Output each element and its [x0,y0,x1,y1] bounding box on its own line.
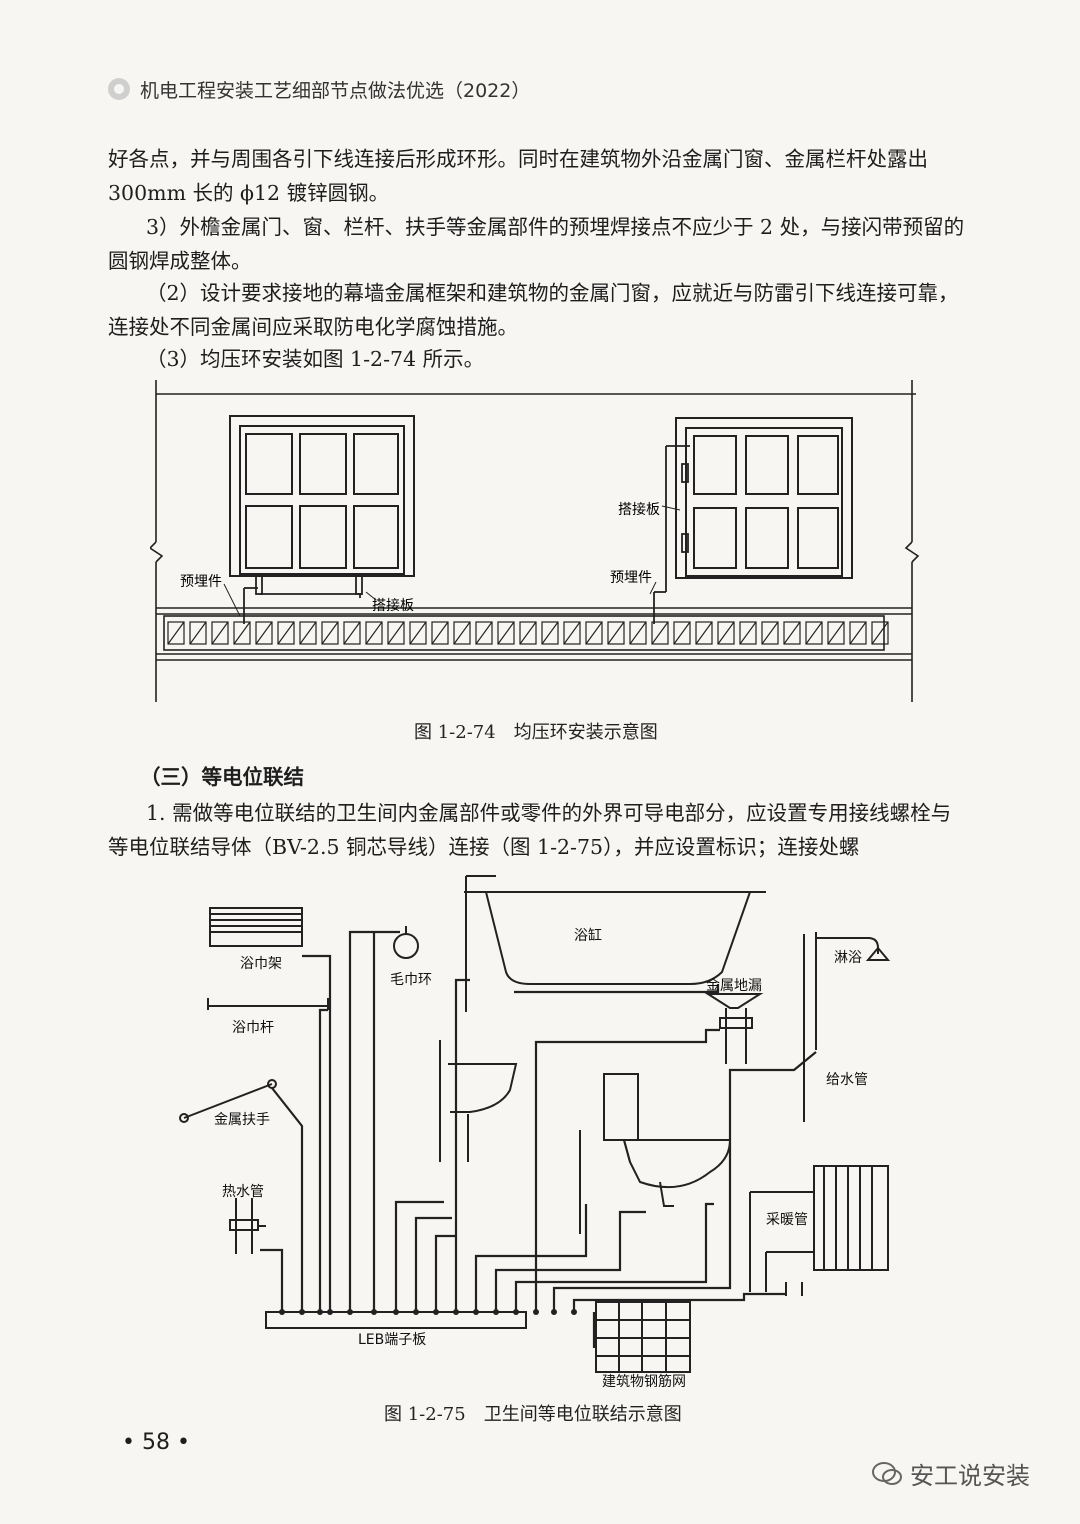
figure-equalizing-ring: 预埋件 搭接板 搭接板 预埋件 [150,380,920,702]
label-towel-rack: 浴巾架 [240,956,282,972]
label-rebar-mesh: 建筑物钢筋网 [602,1373,686,1390]
running-header: 机电工程安装工艺细部节点做法优选（2022） [108,74,530,104]
page-number: • 58 • [122,1430,190,1455]
label-towel-bar: 浴巾杆 [232,1020,274,1036]
figure1-caption: 图 1-2-74 均压环安装示意图 [414,722,658,743]
label-hot-water: 热水管 [222,1184,264,1200]
ring-beam-hatch [167,621,889,645]
label-lap-right: 搭接板 [618,501,660,518]
figure-bathroom-bonding: 浴巾架 毛巾环 浴缸 淋浴 金属地漏 浴巾杆 金属扶手 给水管 热水管 采暖管 … [179,875,891,1390]
radiator-icon [749,1165,889,1296]
header-title: 机电工程安装工艺细部节点做法优选（2022） [140,79,531,102]
window-right [675,417,853,579]
label-embed-right: 预埋件 [610,570,652,586]
toilet-icon [579,1073,732,1234]
bonding-conductors [260,930,817,1348]
paragraph-3: （2）设计要求接地的幕墙金属框架和建筑物的金属门窗，应就近与防雷引下线连接可靠，… [108,281,959,339]
label-embed-left: 预埋件 [180,574,222,590]
label-handrail: 金属扶手 [214,1112,270,1128]
shower-icon [803,932,891,1122]
paragraph-1: 好各点，并与周围各引下线连接后形成环形。同时在建筑物外沿金属门窗、金属栏杆处露出… [108,147,928,205]
label-bathtub: 浴缸 [574,927,602,944]
paragraph-2: 3）外檐金属门、窗、栏杆、扶手等金属部件的预埋焊接点不应少于 2 处，与接闪带预… [108,215,965,273]
hot-water-pipe-icon [229,1198,266,1254]
label-floor-drain: 金属地漏 [706,978,762,994]
watermark-text: 安工说安装 [910,1462,1030,1490]
label-water-supply: 给水管 [826,1072,868,1088]
rebar-mesh-icon [595,1301,691,1373]
floor-drain-icon [704,993,764,1064]
wechat-icon [872,1461,902,1485]
ring-beam [156,607,912,661]
window-left [229,415,415,577]
label-towel-ring: 毛巾环 [390,972,432,988]
terminal-screws [279,1309,577,1315]
figure2-caption: 图 1-2-75 卫生间等电位联结示意图 [384,1404,682,1425]
section-title: （三）等电位联结 [140,765,304,789]
label-shower: 淋浴 [834,950,862,966]
towel-rack-icon [209,907,303,947]
header-badge-icon [108,78,130,100]
paragraph-4: （3）均压环安装如图 1-2-74 所示。 [146,347,485,371]
watermark: 安工说安装 [872,1456,1030,1491]
paragraph-5: 1. 需做等电位联结的卫生间内金属部件或零件的外界可导电部分，应设置专用接线螺栓… [108,801,952,859]
label-lap-left: 搭接板 [372,597,414,614]
towel-ring-icon [393,926,419,959]
towel-bar-icon [207,998,329,1010]
label-heating: 采暖管 [766,1212,808,1228]
label-leb: LEB端子板 [358,1332,426,1348]
bathtub-icon [464,875,766,1012]
basin-icon [439,1040,518,1162]
